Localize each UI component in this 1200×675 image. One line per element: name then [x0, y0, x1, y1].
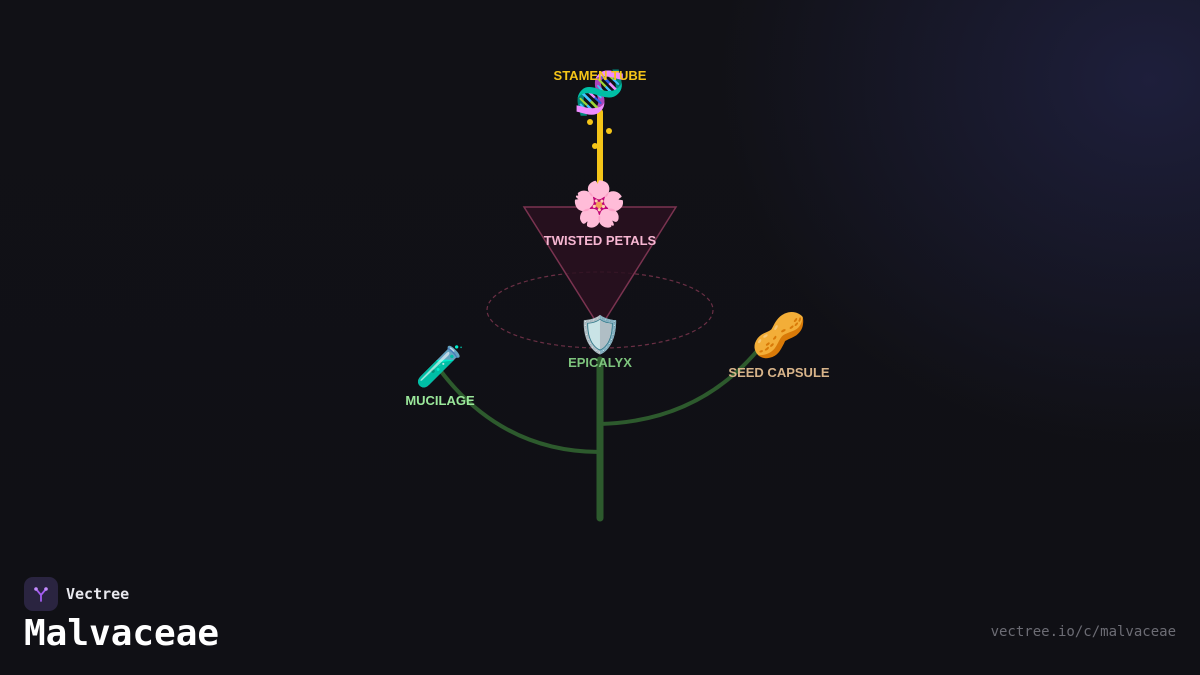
peanut-icon: 🥜: [752, 307, 807, 361]
pollen-dot: [606, 128, 612, 134]
tree-branch-icon: [24, 577, 58, 611]
page-url[interactable]: vectree.io/c/malvaceae: [990, 624, 1176, 640]
twisted-petals-label: TWISTED PETALS: [544, 233, 657, 248]
seed-capsule-label: SEED CAPSULE: [728, 365, 829, 380]
brand[interactable]: Vectree: [24, 577, 129, 611]
dna-icon: 🧬: [574, 67, 626, 118]
flower-icon: 🌸: [572, 179, 627, 230]
branch-right: [599, 343, 764, 426]
stamen-tube-label: STAMEN TUBE: [554, 68, 647, 83]
page-title: Malvaceae: [24, 613, 220, 654]
epicalyx-ring: [486, 271, 714, 349]
branch-left: [438, 368, 601, 454]
pollen-dot: [587, 119, 593, 125]
mucilage-label: MUCILAGE: [405, 393, 475, 408]
shield-icon: 🛡️: [578, 314, 623, 356]
pollen-dot: [592, 143, 598, 149]
brand-name: Vectree: [66, 585, 130, 603]
epicalyx-label: EPICALYX: [568, 355, 632, 370]
test-tube-icon: 🧪: [415, 344, 465, 390]
